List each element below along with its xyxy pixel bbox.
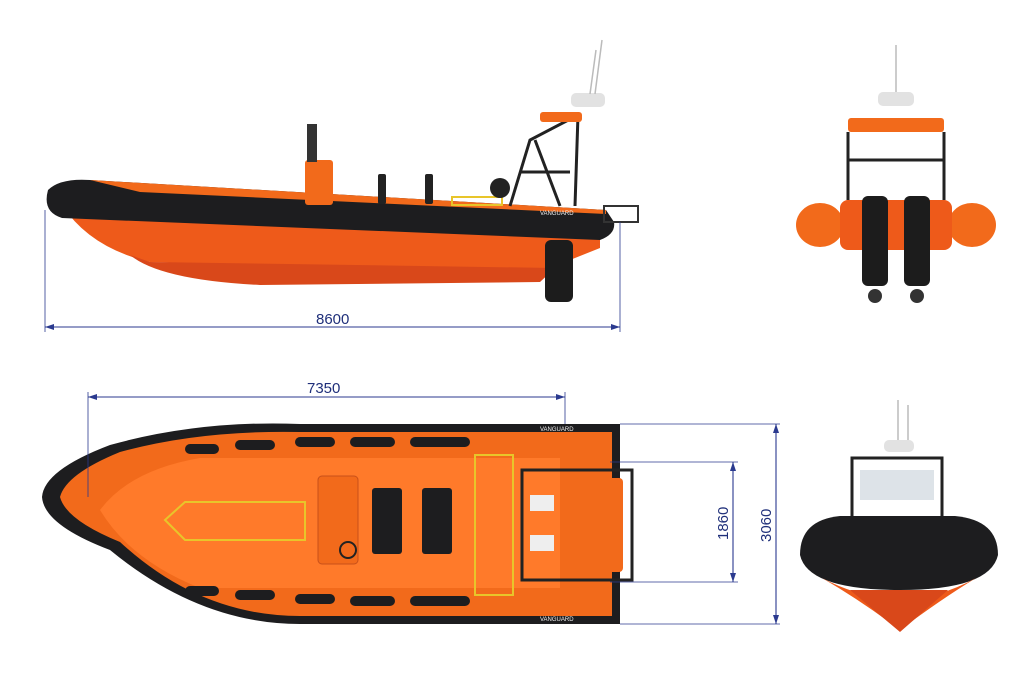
stern-radar [878,92,914,106]
side-seat-2 [425,174,433,204]
dimension-length-overall: 8600 [44,210,621,332]
side-hull-lower [130,255,555,285]
side-tube [46,179,615,240]
dimension-beam-overall-label: 3060 [758,509,775,542]
bow-view [800,400,998,632]
stern-prop-starboard [910,289,924,303]
side-logo: VANGUARD [540,211,574,217]
dimension-inner-beam-label: 1860 [715,507,732,540]
stern-arch [846,132,946,200]
dimension-beam-overall: 3060 [620,423,780,625]
bow-windscreen [860,470,934,500]
bow-tube [800,516,998,590]
side-ladder [451,196,503,206]
bow-keel [850,590,948,632]
stern-tube-starboard [948,203,996,247]
top-seat-2 [422,488,452,554]
dimension-hull-length-label: 7350 [307,380,340,397]
side-console [305,160,333,205]
side-arch [508,112,580,207]
top-radar-2 [530,535,554,551]
top-engine-box [575,478,623,572]
side-view: VANGUARD [46,39,639,302]
side-outboard [545,240,573,302]
stern-engine-port [862,196,888,286]
top-logo-port: VANGUARD [540,427,574,433]
dimension-length-overall-label: 8600 [316,311,349,328]
top-stretcher [163,501,306,541]
side-stern-rail [603,205,639,223]
side-radar [571,93,605,107]
side-antenna-1 [589,49,597,95]
top-console [317,475,359,565]
stern-transom [840,200,952,250]
side-antenna-2 [594,39,603,95]
top-ladder [474,454,514,596]
stern-view [796,45,996,303]
stern-arch-bar [848,118,944,132]
top-seat-1 [372,488,402,554]
side-arch-top [540,112,582,122]
bow-radar [884,440,914,452]
side-liferaft [490,178,510,198]
stern-engine-starboard [904,196,930,286]
top-view: VANGUARD VANGUARD [42,423,634,624]
top-logo-starboard: VANGUARD [540,617,574,623]
side-windscreen [307,124,317,162]
top-radar [530,495,554,511]
dimension-inner-beam: 1860 [610,461,738,583]
stern-tube-port [796,203,844,247]
side-seat-1 [378,174,386,204]
stern-prop-port [868,289,882,303]
top-tube-pads [185,437,470,606]
dimension-hull-length: 7350 [87,380,566,497]
top-arch-frame [520,468,634,582]
top-wheel [339,541,357,559]
